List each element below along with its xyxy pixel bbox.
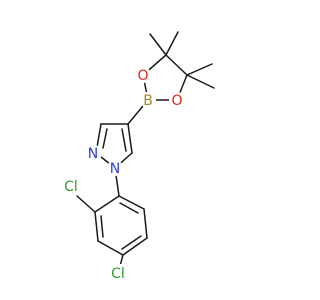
methyl-bond-4 <box>186 74 215 89</box>
bond-c-cl-ortho <box>76 195 96 213</box>
bond-n2-c3-inner <box>102 128 108 149</box>
methyl-bond-3 <box>186 63 213 76</box>
bond-c-c-ring <box>165 54 188 76</box>
bond-ph-1 <box>94 195 120 213</box>
bond-ph-4-inner <box>121 235 142 250</box>
atom-nitrogen-substituted: N <box>107 160 123 177</box>
structure-canvas: B O O N N Cl Cl <box>60 31 215 282</box>
atom-oxygen-bottom: O <box>169 92 185 109</box>
bond-ph-5 <box>143 208 148 239</box>
bond-ph-2-inner <box>100 215 104 238</box>
methyl-groups <box>149 31 215 89</box>
atom-chlorine-para: Cl <box>107 264 130 282</box>
bond-ph-3 <box>97 240 124 256</box>
methyl-bond-1 <box>149 33 167 56</box>
atom-label-oxygen-top: O <box>137 68 148 84</box>
atom-oxygen-top: O <box>135 67 151 84</box>
bond-ph-6 <box>118 195 145 210</box>
atom-chlorine-ortho: Cl <box>60 177 83 195</box>
bond-c4-c5 <box>127 123 133 154</box>
atom-label-nitrogen-imine: N <box>88 146 98 162</box>
atom-boron: B <box>140 92 156 109</box>
atom-label-chlorine-para: Cl <box>111 266 125 282</box>
dichlorophenyl-ring <box>94 195 148 256</box>
atom-nitrogen-imine: N <box>86 145 102 162</box>
methyl-bond-2 <box>165 31 179 56</box>
atom-label-oxygen-bottom: O <box>171 93 182 109</box>
atom-label-boron: B <box>143 93 153 109</box>
atom-label-chlorine-ortho: Cl <box>64 179 78 195</box>
bond-c4-c5-inner <box>121 128 127 152</box>
atom-label-nitrogen-substituted: N <box>110 161 120 177</box>
molecule-drawing: B O O N N Cl Cl <box>60 31 215 282</box>
bond-ph-6-inner <box>119 202 139 214</box>
bond-ph-4 <box>122 237 148 256</box>
bond-ph-2 <box>94 211 99 242</box>
